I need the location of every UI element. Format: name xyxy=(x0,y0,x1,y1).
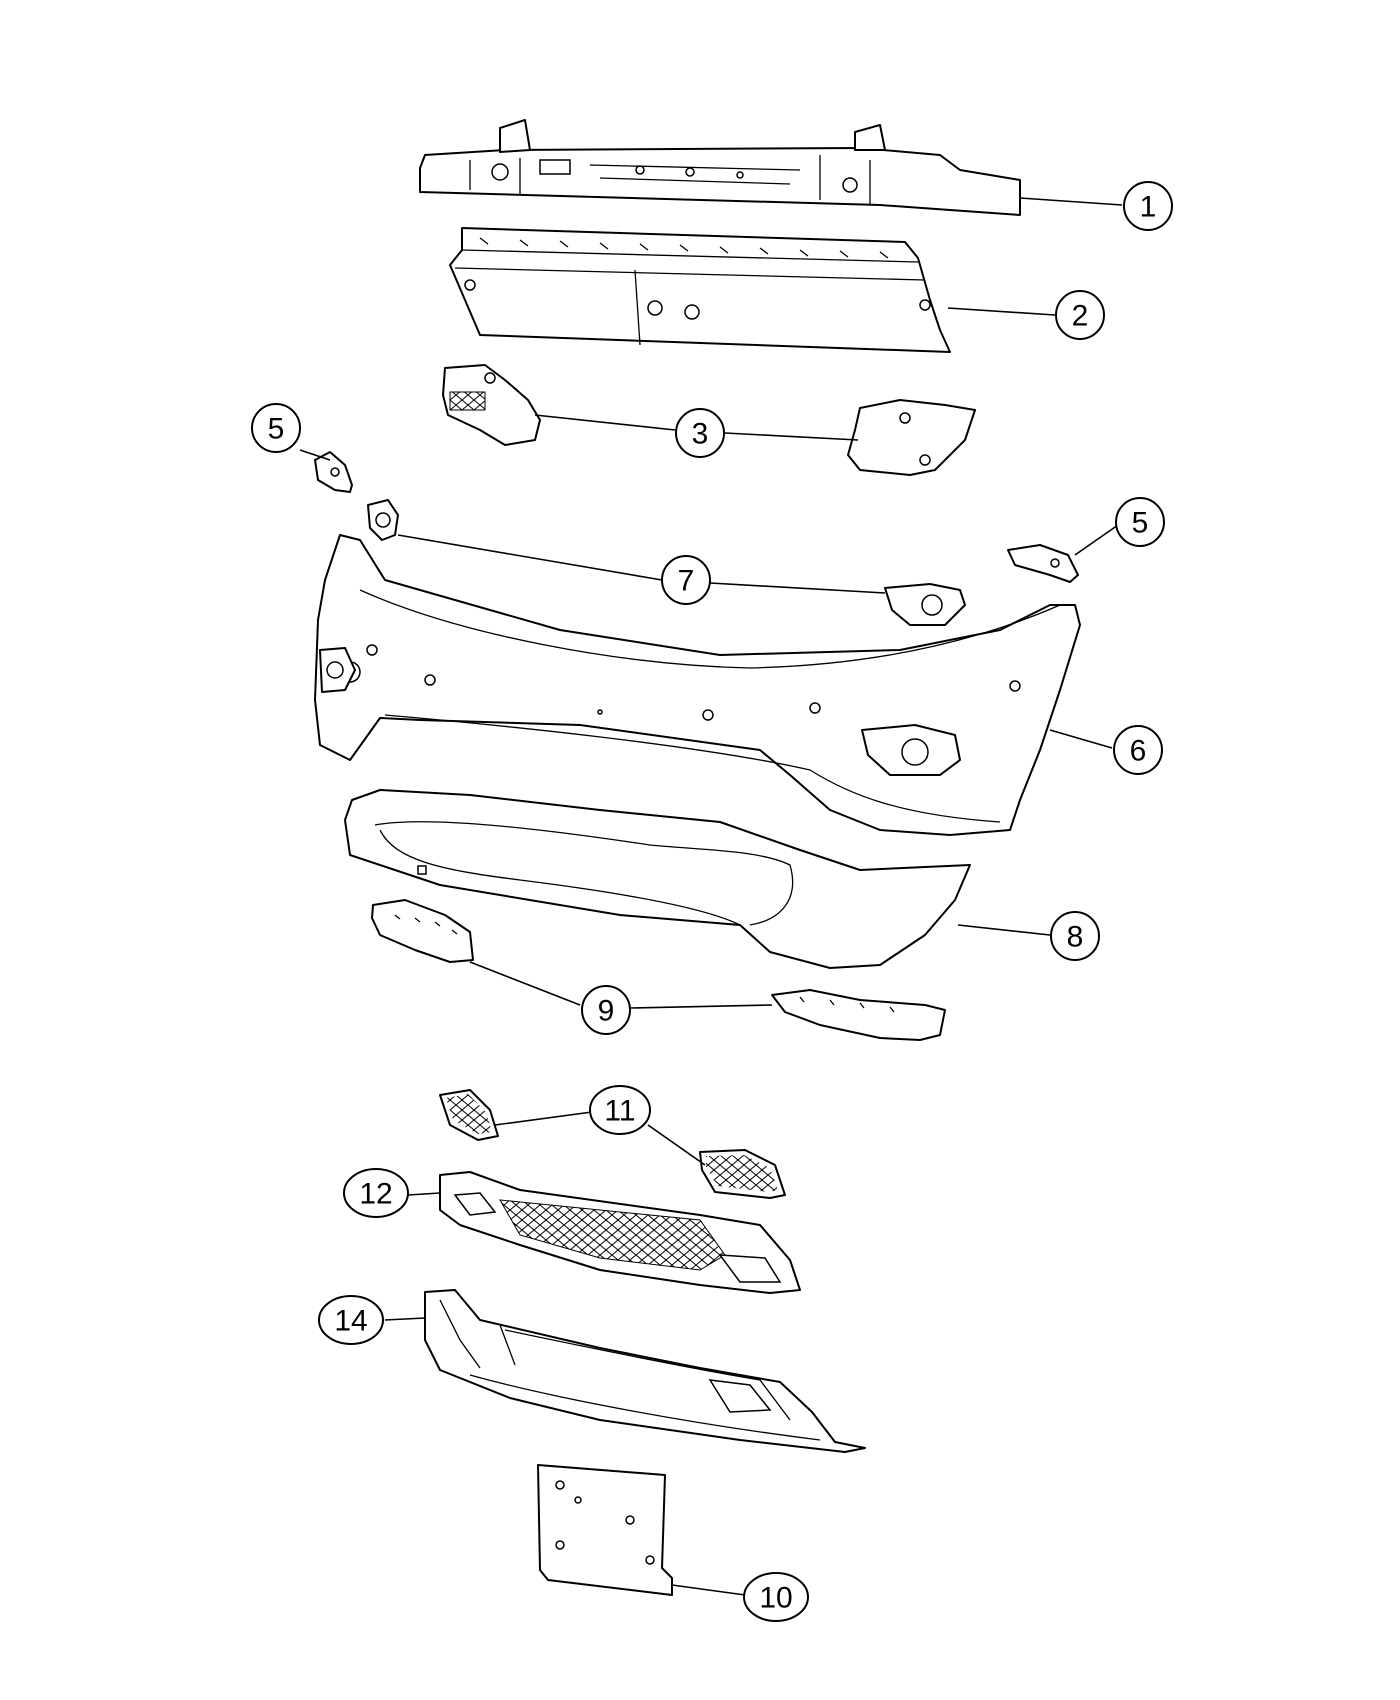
callout-10: 10 xyxy=(743,1572,809,1622)
leader-14 xyxy=(384,1317,426,1321)
callout-2: 2 xyxy=(1055,290,1105,340)
leader-10 xyxy=(671,1584,746,1596)
part-12-lower-grille xyxy=(439,1171,801,1294)
callout-3: 3 xyxy=(675,408,725,458)
leader-11b xyxy=(647,1124,706,1166)
part-6-front-fascia xyxy=(314,534,1081,836)
callout-9: 9 xyxy=(581,985,631,1035)
callout-11: 11 xyxy=(589,1085,651,1135)
part-9-trim-right xyxy=(771,989,946,1041)
leader-11a xyxy=(494,1111,593,1126)
leader-7a xyxy=(397,534,663,581)
callout-label-1: 1 xyxy=(1140,191,1157,224)
leader-6 xyxy=(1049,729,1113,749)
callout-1: 1 xyxy=(1123,181,1173,231)
leader-8 xyxy=(957,924,1051,936)
callout-7: 7 xyxy=(661,555,711,605)
leader-1 xyxy=(1019,197,1123,206)
callout-8: 8 xyxy=(1050,911,1100,961)
leader-3b xyxy=(724,432,859,441)
part-7-bezel-right xyxy=(884,583,966,626)
callout-label-10: 10 xyxy=(759,1582,792,1615)
part-9-trim-left xyxy=(371,899,474,963)
callout-12: 12 xyxy=(343,1168,409,1218)
callout-label-12: 12 xyxy=(359,1178,392,1211)
part-3-bracket-left xyxy=(442,364,541,446)
callout-label-2: 2 xyxy=(1072,300,1089,333)
part-8-lower-fascia xyxy=(344,789,971,969)
callout-label-5-right: 5 xyxy=(1132,507,1149,540)
callout-label-7: 7 xyxy=(678,565,695,598)
callout-label-11: 11 xyxy=(604,1095,635,1128)
leader-9a xyxy=(469,961,581,1006)
part-3-bracket-right xyxy=(847,399,976,476)
leader-9b xyxy=(629,1004,773,1009)
leader-7b xyxy=(709,582,886,594)
leader-5b xyxy=(1074,524,1119,556)
callout-14: 14 xyxy=(318,1295,384,1345)
callout-label-5-left: 5 xyxy=(268,413,285,446)
part-5-bracket-left xyxy=(314,451,353,493)
callout-5-left: 5 xyxy=(251,403,301,453)
part-10-license-plate-bracket xyxy=(537,1464,673,1596)
leader-lines xyxy=(299,197,1123,1596)
part-2-energy-absorber xyxy=(449,227,951,353)
callout-label-8: 8 xyxy=(1067,921,1084,954)
part-14-lower-bezel xyxy=(424,1289,866,1453)
leader-12 xyxy=(407,1192,441,1196)
part-11-grille-left xyxy=(439,1089,499,1141)
leader-2 xyxy=(947,307,1056,316)
callout-6: 6 xyxy=(1113,725,1163,775)
part-1-reinforcement-beam xyxy=(419,119,1021,216)
part-11-grille-right xyxy=(699,1149,786,1199)
callout-label-14: 14 xyxy=(334,1305,367,1338)
callout-label-3: 3 xyxy=(692,418,709,451)
callout-label-6: 6 xyxy=(1130,735,1147,768)
part-5-bracket-right xyxy=(1007,544,1079,583)
leader-3a xyxy=(534,414,676,431)
leader-5a xyxy=(299,449,331,461)
callout-label-9: 9 xyxy=(598,995,615,1028)
part-7-bezel-left xyxy=(367,499,399,541)
callout-5-right: 5 xyxy=(1115,497,1165,547)
